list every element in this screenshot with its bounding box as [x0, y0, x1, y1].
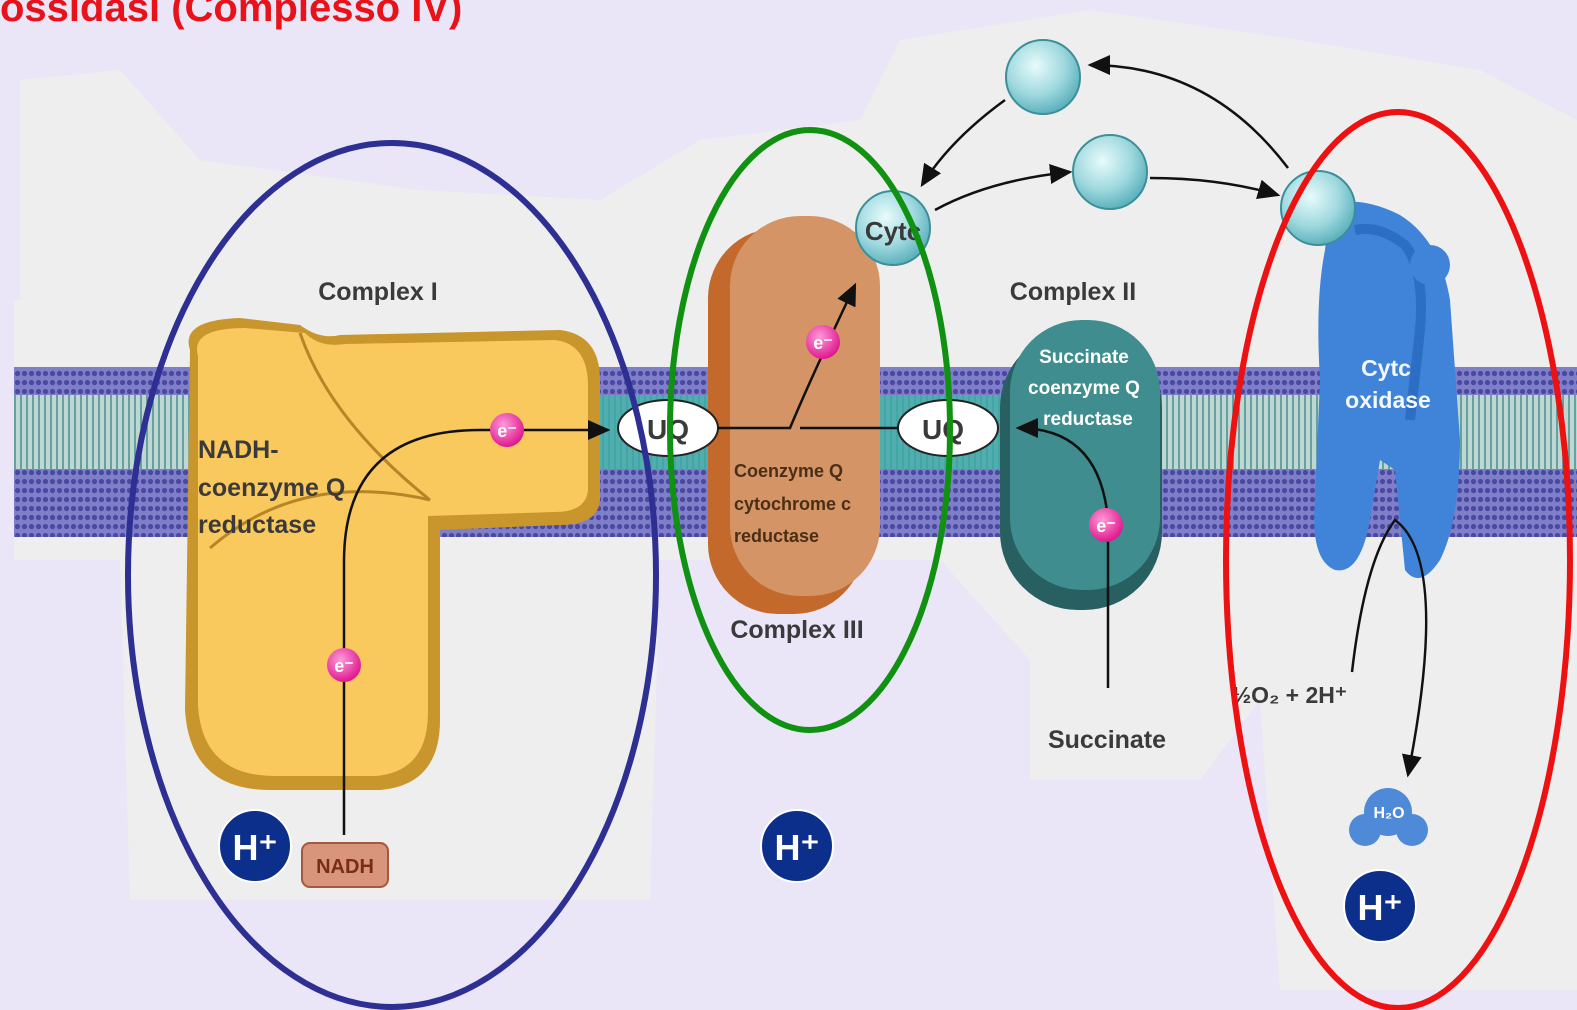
complex-1-enzyme-label: NADH- coenzyme Q reductase: [198, 436, 345, 539]
electron-2: e⁻: [806, 325, 840, 359]
svg-text:Succinate: Succinate: [1039, 347, 1129, 368]
proton-label-4: H⁺: [1358, 887, 1403, 928]
svg-text:reductase: reductase: [1043, 409, 1133, 430]
complex-3-shape: [708, 216, 880, 614]
arrow-oxygen-to-water: [1350, 518, 1428, 778]
svg-text:reductase: reductase: [198, 511, 316, 539]
proton-badge-complex-3: H⁺: [760, 809, 834, 883]
complex-1-label: Complex I: [318, 278, 437, 306]
complex-3-label: Complex III: [730, 616, 863, 644]
svg-text:cytochrome c: cytochrome c: [734, 494, 851, 514]
svg-text:coenzyme Q: coenzyme Q: [198, 474, 345, 502]
proton-label-1: H⁺: [233, 827, 278, 868]
svg-text:oxidase: oxidase: [1345, 387, 1431, 413]
proton-badge-complex-4: H⁺: [1343, 869, 1417, 943]
electron-4-label: e⁻: [334, 656, 354, 676]
svg-text:Cytc: Cytc: [1361, 355, 1411, 381]
electron-4: e⁻: [327, 648, 361, 682]
electron-2-label: e⁻: [813, 333, 833, 353]
nadh-molecule: NADH: [301, 842, 389, 888]
complex-2-enzyme-label: Succinate coenzyme Q reductase: [1028, 347, 1140, 430]
highlight-ellipse-complex-1: [125, 140, 659, 1010]
oxygen-reaction-label: ½O₂ + 2H⁺: [1232, 682, 1347, 708]
cytochrome-c-ball-middle: [1072, 134, 1148, 210]
nadh-label: NADH: [316, 856, 374, 878]
arrow-right-to-top: [1087, 55, 1289, 169]
proton-badge-complex-1: H⁺: [218, 809, 292, 883]
slide-title: ossidasi (Complesso IV): [0, 0, 463, 30]
complex-4-enzyme-label: Cytc oxidase: [1345, 355, 1431, 413]
complex-3-enzyme-label: Coenzyme Q cytochrome c reductase: [734, 461, 851, 546]
highlight-ellipse-complex-4: [1223, 109, 1573, 1010]
svg-text:NADH-: NADH-: [198, 436, 279, 464]
arrow-top-to-cytc: [920, 98, 1006, 188]
ubiquinone-2-label: UQ: [922, 414, 964, 445]
complex-4-shape: [1314, 201, 1460, 578]
water-label: H₂O: [1373, 805, 1404, 822]
water-molecule: H₂O: [1349, 788, 1428, 846]
proton-label-3: H⁺: [775, 827, 820, 868]
electron-3: e⁻: [1089, 508, 1123, 542]
electron-3-label: e⁻: [1096, 516, 1116, 536]
arrow-uq-to-complex3: [718, 282, 857, 430]
complex-2-label: Complex II: [1010, 278, 1136, 306]
arrow-nadh-to-complex1: [342, 420, 611, 835]
arrow-cytc-to-ball-middle: [934, 164, 1073, 212]
succinate-label: Succinate: [1048, 726, 1166, 754]
svg-text:reductase: reductase: [734, 526, 819, 546]
electron-1-label: e⁻: [497, 421, 517, 441]
highlight-ellipse-complex-3: [667, 127, 953, 733]
svg-text:coenzyme Q: coenzyme Q: [1028, 378, 1140, 399]
electron-1: e⁻: [490, 413, 524, 447]
cytochrome-c-ball-labeled: Cytc: [855, 190, 931, 266]
svg-text:Coenzyme Q: Coenzyme Q: [734, 461, 843, 481]
cytochrome-c-ball-top: [1005, 39, 1081, 115]
arrow-ball-middle-to-right: [1149, 176, 1281, 199]
